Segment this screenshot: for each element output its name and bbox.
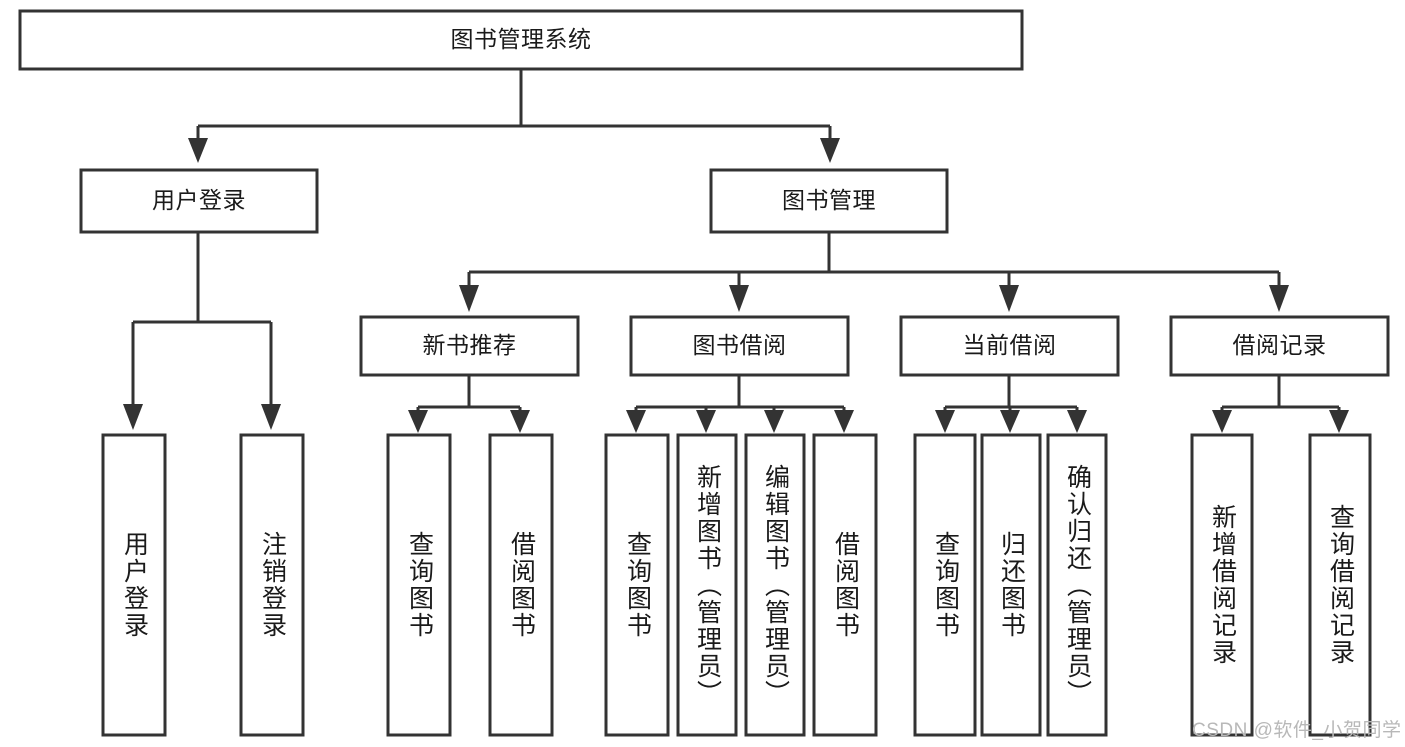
connector-book-borrow-to-leaves: [626, 375, 854, 433]
node-box-book-borrow[interactable]: [629, 315, 850, 377]
arrow-head-to-leaf-add-record: [1212, 410, 1232, 433]
arrow-head-to-leaf-edit-book: [764, 410, 784, 433]
arrow-head-to-leaf-query-book-2: [626, 410, 646, 433]
arrow-head-to-borrow-record: [1269, 285, 1289, 312]
node-box-borrow-record[interactable]: [1169, 315, 1390, 377]
arrow-head-to-leaf-borrow-book-2: [834, 410, 854, 433]
node-box-current-borrow[interactable]: [899, 315, 1120, 377]
connector-current-borrow-to-leaves: [935, 375, 1087, 433]
connector-borrow-record-to-leaves: [1212, 375, 1349, 433]
node-box-leaf-query-book-3[interactable]: [913, 433, 977, 737]
arrow-head-to-new-book-recommend: [459, 285, 479, 312]
arrow-head-to-user-login: [188, 138, 208, 163]
node-box-leaf-borrow-book-1[interactable]: [488, 433, 554, 737]
node-box-leaf-return-book[interactable]: [980, 433, 1042, 737]
node-box-leaf-borrow-book-2[interactable]: [812, 433, 878, 737]
node-box-root[interactable]: [18, 9, 1024, 71]
arrow-head-to-leaf-query-book-3: [935, 410, 955, 433]
connector-new-book-recommend-to-leaves: [408, 375, 530, 433]
node-box-new-book-recommend[interactable]: [359, 315, 580, 377]
node-box-leaf-edit-book[interactable]: [744, 433, 806, 737]
arrow-head-to-leaf-add-book: [696, 410, 716, 433]
arrow-head-to-book-borrow: [729, 285, 749, 312]
node-box-leaf-query-record[interactable]: [1308, 433, 1372, 737]
node-box-leaf-user-logout[interactable]: [239, 433, 305, 737]
node-box-user-login[interactable]: [79, 168, 319, 234]
node-box-leaf-confirm-return[interactable]: [1046, 433, 1108, 737]
arrow-head-to-leaf-user-login: [123, 404, 143, 430]
node-box-leaf-add-record[interactable]: [1190, 433, 1254, 737]
node-box-leaf-add-book[interactable]: [676, 433, 738, 737]
arrow-head-to-leaf-query-book-1: [408, 410, 428, 433]
arrow-head-to-leaf-query-record: [1329, 410, 1349, 433]
node-box-book-management[interactable]: [709, 168, 949, 234]
connector-root-to-level2: [188, 69, 840, 163]
connector-user-login-to-leaves: [123, 232, 281, 430]
arrow-head-to-current-borrow: [999, 285, 1019, 312]
arrow-head-to-leaf-confirm-return: [1067, 410, 1087, 433]
connector-book-management-to-level3: [459, 232, 1289, 312]
arrow-head-to-book-management: [820, 138, 840, 163]
csdn-watermark: CSDN @软件_小贺同学: [1192, 720, 1402, 741]
arrow-head-to-leaf-borrow-book-1: [510, 410, 530, 433]
node-box-leaf-query-book-2[interactable]: [604, 433, 670, 737]
node-box-leaf-query-book-1[interactable]: [386, 433, 452, 737]
arrow-head-to-leaf-user-logout: [261, 404, 281, 430]
node-box-leaf-user-login[interactable]: [101, 433, 167, 737]
arrow-head-to-leaf-return-book: [1000, 410, 1020, 433]
